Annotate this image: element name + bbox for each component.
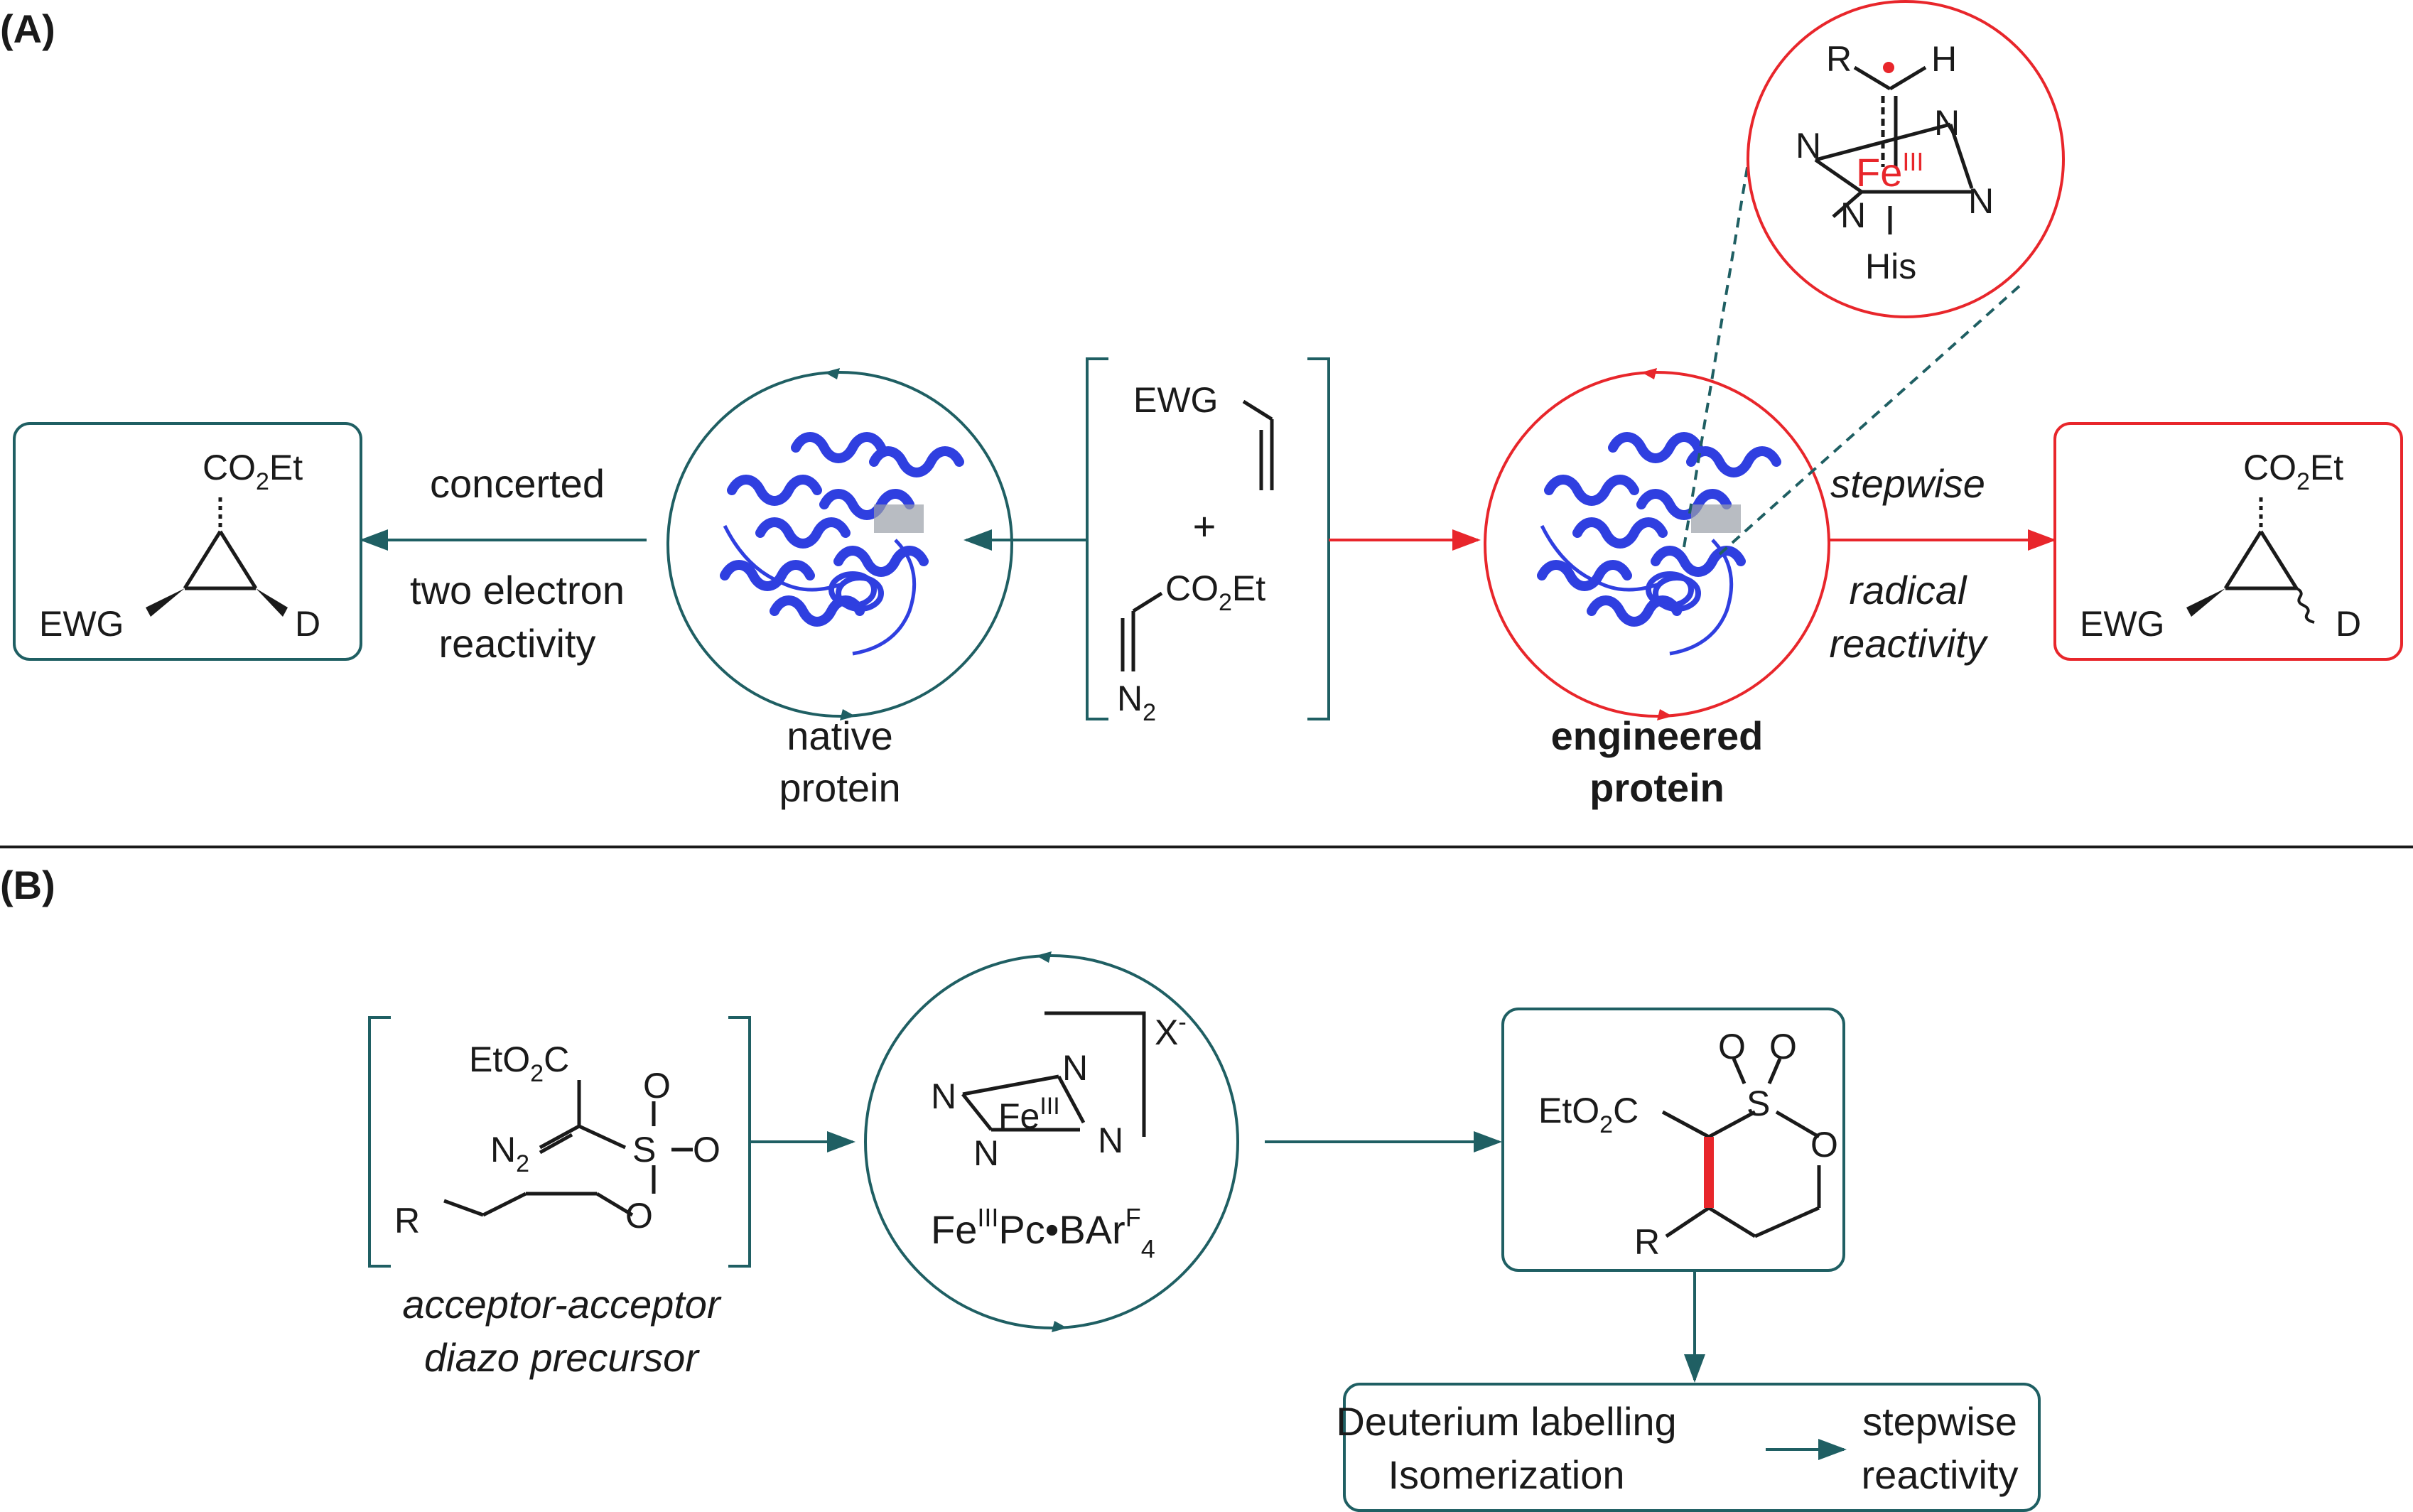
catalyst-n-2: N: [1062, 1048, 1088, 1088]
conclusion-stepwise: stepwise: [1862, 1399, 2017, 1444]
reactivity-label-right: reactivity: [1830, 621, 1989, 666]
engineered-ewg: EWG: [2080, 604, 2164, 644]
inset-his: His: [1865, 247, 1916, 286]
sultone-o-1: O: [1718, 1027, 1746, 1066]
precursor-ester: EtO2C: [469, 1040, 569, 1087]
engineered-co2et: CO2Et: [2243, 448, 2343, 495]
catalyst-n-1: N: [931, 1076, 956, 1116]
panel-a-label: (A): [0, 6, 55, 51]
inset-fe: FeIII: [1856, 147, 1923, 195]
two-electron-label: two electron: [410, 568, 625, 612]
inset-h: H: [1931, 39, 1957, 79]
sultone-o-2: O: [1769, 1027, 1797, 1066]
catalyst-name: FeIIIPc•BArF4: [931, 1203, 1155, 1263]
precursor-n2: N2: [490, 1130, 529, 1177]
catalyst-n-4: N: [1098, 1120, 1123, 1160]
native-label-2: protein: [779, 765, 900, 810]
diazo-bonds: [1121, 591, 1163, 671]
native-co2et: CO2Et: [203, 448, 303, 495]
catalyst-bonds: [961, 1011, 1146, 1137]
plus-sign: +: [1193, 504, 1216, 549]
catalyst-counterion: X-: [1155, 1009, 1187, 1052]
inset-r: R: [1826, 39, 1852, 79]
zoom-line-2: [1718, 283, 2023, 556]
catalyst-fe: FeIII: [998, 1093, 1060, 1136]
sultone-s: S: [1747, 1084, 1770, 1123]
engineered-label-2: protein: [1589, 765, 1724, 810]
precursor-bonds: [443, 1080, 693, 1217]
reactivity-label-left: reactivity: [439, 621, 596, 666]
engineered-d: D: [2336, 604, 2361, 644]
precursor-r: R: [394, 1201, 420, 1241]
native-protein: [666, 368, 1013, 720]
sultone-o-ring: O: [1810, 1125, 1838, 1165]
inset-n-3: N: [1840, 195, 1866, 235]
catalyst-cycle: [864, 951, 1239, 1332]
sultone-product-box: [1501, 1008, 1845, 1272]
olefin-ewg: EWG: [1133, 380, 1218, 420]
engineered-label-1: engineered: [1551, 713, 1764, 758]
engineered-cyclopropane: [2186, 497, 2315, 624]
precursor-caption-1: acceptor-acceptor: [402, 1282, 722, 1327]
conclusion-reactivity: reactivity: [1862, 1452, 2019, 1497]
panel-b-label: (B): [0, 863, 55, 907]
iron-radical-inset: [1747, 0, 2065, 318]
conclusion-box: [1343, 1383, 2041, 1512]
precursor-o-top: O: [643, 1066, 671, 1106]
ester-group: CO2Et: [1165, 568, 1265, 616]
sultone-bonds: [1661, 1058, 1821, 1238]
diazo-n2: N2: [1117, 679, 1156, 726]
inset-n-4: N: [1968, 181, 1994, 221]
stepwise-label: stepwise: [1830, 461, 1985, 506]
sultone-ester: EtO2C: [1538, 1091, 1639, 1138]
sultone-r: R: [1634, 1222, 1660, 1262]
precursor-o-right: O: [693, 1130, 720, 1170]
precursor-s: S: [632, 1130, 656, 1170]
inset-n-2: N: [1934, 103, 1960, 143]
engineered-protein: [1484, 368, 1830, 720]
catalyst-n-3: N: [973, 1133, 999, 1173]
precursor-o-ester: O: [625, 1196, 653, 1236]
engineered-product-box: [2053, 422, 2403, 661]
zoom-line-1: [1683, 120, 1756, 548]
native-d: D: [295, 604, 320, 644]
native-ewg: EWG: [39, 604, 124, 644]
conclusion-deuterium: Deuterium labelling: [1336, 1399, 1676, 1444]
conclusion-isomerization: Isomerization: [1388, 1452, 1624, 1497]
native-cyclopropane: [146, 497, 288, 617]
concerted-label: concerted: [430, 461, 605, 506]
inset-n-1: N: [1796, 126, 1821, 166]
olefin-bonds: [1242, 399, 1274, 490]
precursor-caption-2: diazo precursor: [424, 1335, 700, 1380]
native-label-1: native: [787, 713, 892, 758]
radical-label: radical: [1850, 568, 1968, 612]
